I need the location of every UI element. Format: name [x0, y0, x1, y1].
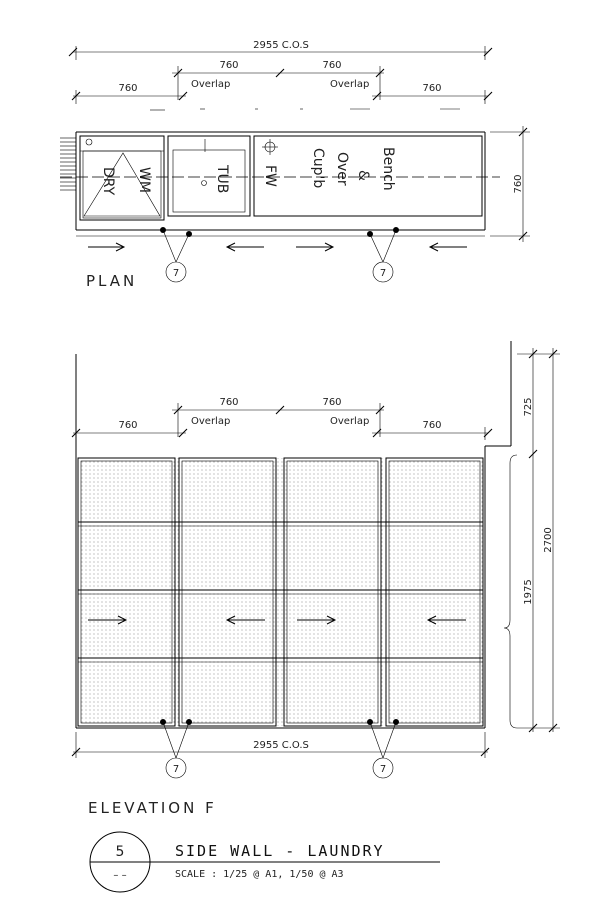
plan-overall-dim-text: 2955 C.O.S [253, 40, 309, 51]
plan-overlap-right: Overlap [330, 79, 369, 90]
elev-callout-left [165, 757, 187, 779]
elev-overlap-right: Overlap [330, 416, 369, 427]
drawing-scale: SCALE : 1/25 @ A1, 1/50 @ A3 [175, 869, 344, 880]
fw-label: FW [262, 165, 278, 187]
plan-overlap-dimensions: 760 760 Overlap Overlap [172, 60, 385, 100]
elevation-view: 760 760 Overlap Overlap 760 760 [71, 341, 560, 817]
plan-dim-760-right: 760 [422, 83, 441, 94]
elevation-room-outline [75, 341, 512, 729]
elev-dim-2700: 2700 [543, 527, 554, 552]
elev-dim-760-right: 760 [422, 420, 441, 431]
elevation-overall-dimension: 2955 C.O.S [71, 732, 490, 758]
elev-callout-left-text: 7 [173, 764, 179, 775]
plan-callout-right [372, 261, 394, 283]
elev-dim-760-left: 760 [118, 420, 137, 431]
plan-overlap-left: Overlap [191, 79, 230, 90]
plan-height-dimension: 760 [490, 126, 530, 242]
drawing-title: SIDE WALL - LAUNDRY [175, 842, 385, 860]
bench-label: Bench [380, 147, 396, 191]
drawing-sheet-ref: – – [113, 870, 126, 881]
plan-outline [60, 131, 486, 237]
plan-hinge-callouts: 7 7 [160, 227, 399, 283]
tub-label: TUB [214, 164, 230, 193]
plan-overall-dimension: 2955 C.O.S [68, 40, 493, 60]
wm-label: WM [136, 167, 152, 193]
plan-bench-cupboard: FW Bench & Over Cup'b [253, 135, 483, 217]
plan-callout-left [165, 261, 187, 283]
plan-dim-760-left: 760 [118, 83, 137, 94]
plan-height-760: 760 [513, 174, 524, 193]
plan-laundry-tub: TUB [167, 135, 251, 217]
door-panel-1 [77, 457, 176, 727]
title-block: 5 – – SIDE WALL - LAUNDRY SCALE : 1/25 @… [89, 831, 440, 893]
plan-wall-hatch [60, 137, 76, 191]
over-label: Over [334, 152, 350, 186]
plan-slide-arrows [88, 242, 467, 252]
elevation-vertical-dimensions: 725 2700 1975 [503, 348, 560, 733]
elevation-door-panels [77, 457, 484, 727]
door-panel-3 [283, 457, 382, 727]
elev-callout-right [372, 757, 394, 779]
plan-sketch-marks [150, 108, 460, 111]
elev-dim-1975: 1975 [523, 579, 534, 604]
elevation-brace [503, 454, 518, 729]
plan-dim-760-b: 760 [322, 60, 341, 71]
elev-dim-760-a: 760 [219, 397, 238, 408]
plan-callout-right-text: 7 [380, 268, 386, 279]
door-panel-2 [178, 457, 277, 727]
plan-callout-left-text: 7 [173, 268, 179, 279]
elev-overall-dim-text: 2955 C.O.S [253, 740, 309, 751]
dry-label: DRY [100, 167, 116, 196]
elev-callout-right-text: 7 [380, 764, 386, 775]
elev-overlap-left: Overlap [191, 416, 230, 427]
plan-panel-dimensions: 760 760 [71, 83, 493, 104]
door-panel-4 [385, 457, 484, 727]
elevation-title: ELEVATION F [88, 799, 217, 817]
elev-dim-760-b: 760 [322, 397, 341, 408]
elevation-overlap-dimensions: 760 760 Overlap Overlap 760 760 [71, 397, 493, 440]
cupb-label: Cup'b [310, 148, 326, 188]
elevation-slide-arrows [88, 615, 466, 625]
plan-view: 2955 C.O.S 760 760 Overlap Overlap 760 [60, 40, 530, 290]
amp-label: & [355, 170, 371, 181]
plan-dim-760-a: 760 [219, 60, 238, 71]
plan-washer-dryer: WM DRY [79, 135, 165, 221]
drawing-number: 5 [116, 844, 125, 860]
elev-dim-725: 725 [523, 397, 534, 416]
plan-title: PLAN [86, 272, 137, 290]
